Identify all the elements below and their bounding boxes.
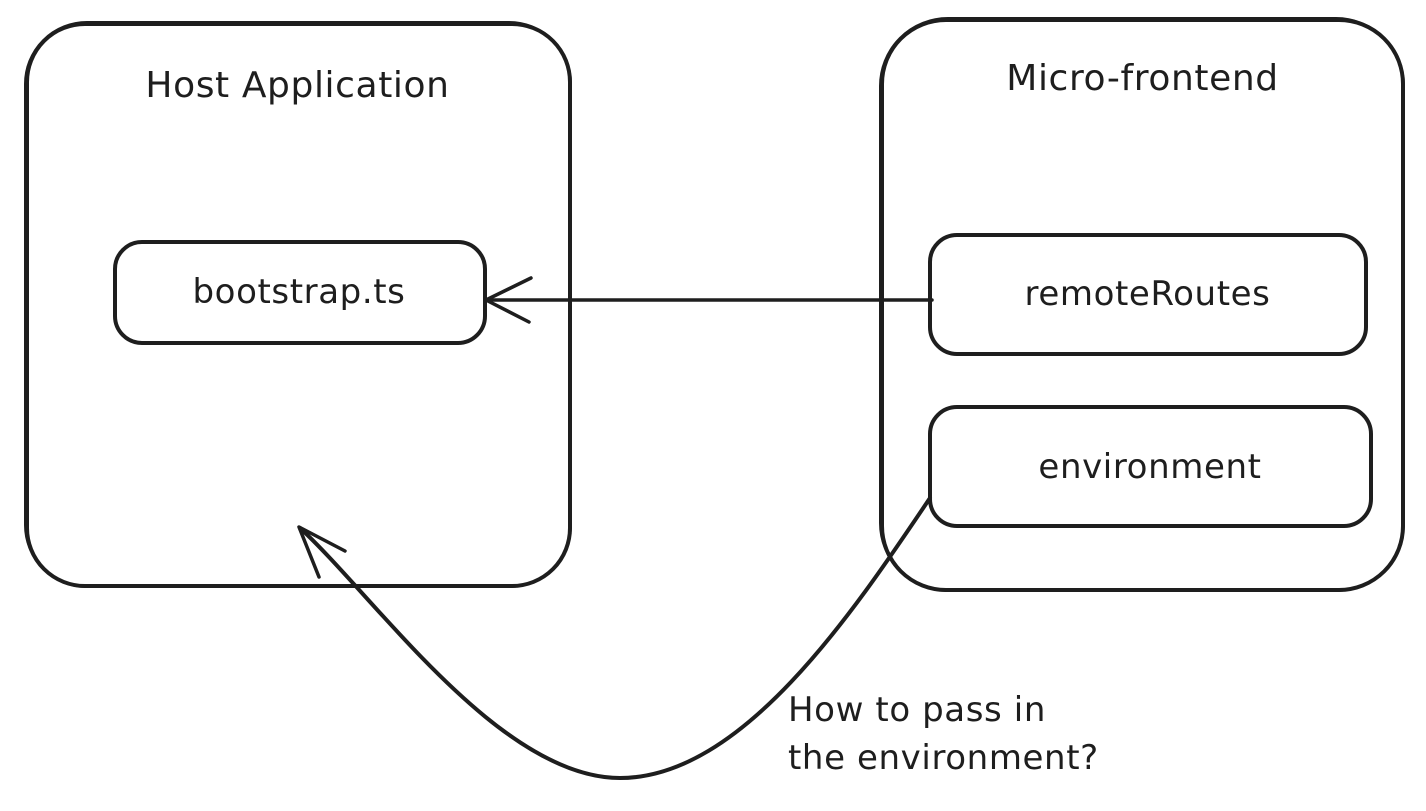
arrow-environment-to-host: [297, 496, 932, 780]
host-application-box-sketch-stroke: [24, 21, 572, 588]
environment-label: environment: [1038, 446, 1262, 487]
annotation-line-1: How to pass in: [788, 690, 1046, 730]
arrow-head-up-left: [297, 525, 347, 579]
bootstrap-box: [113, 240, 487, 345]
arrow-remote-routes-to-bootstrap: [484, 276, 934, 324]
host-application-label: Host Application: [145, 64, 450, 106]
arrow-shaft-curved: [298, 496, 932, 780]
annotation-text: How to pass in the environment?: [788, 686, 1099, 782]
micro-frontend-label: Micro-frontend: [1006, 57, 1279, 99]
arrow-head-left: [484, 276, 533, 324]
annotation-line-2: the environment?: [788, 738, 1099, 778]
bootstrap-label: bootstrap.ts: [192, 272, 406, 312]
micro-frontend-box-sketch-stroke: [879, 17, 1405, 592]
remote-routes-label: remoteRoutes: [1024, 274, 1271, 314]
remote-routes-box: [928, 233, 1368, 356]
environment-box: [928, 405, 1373, 528]
